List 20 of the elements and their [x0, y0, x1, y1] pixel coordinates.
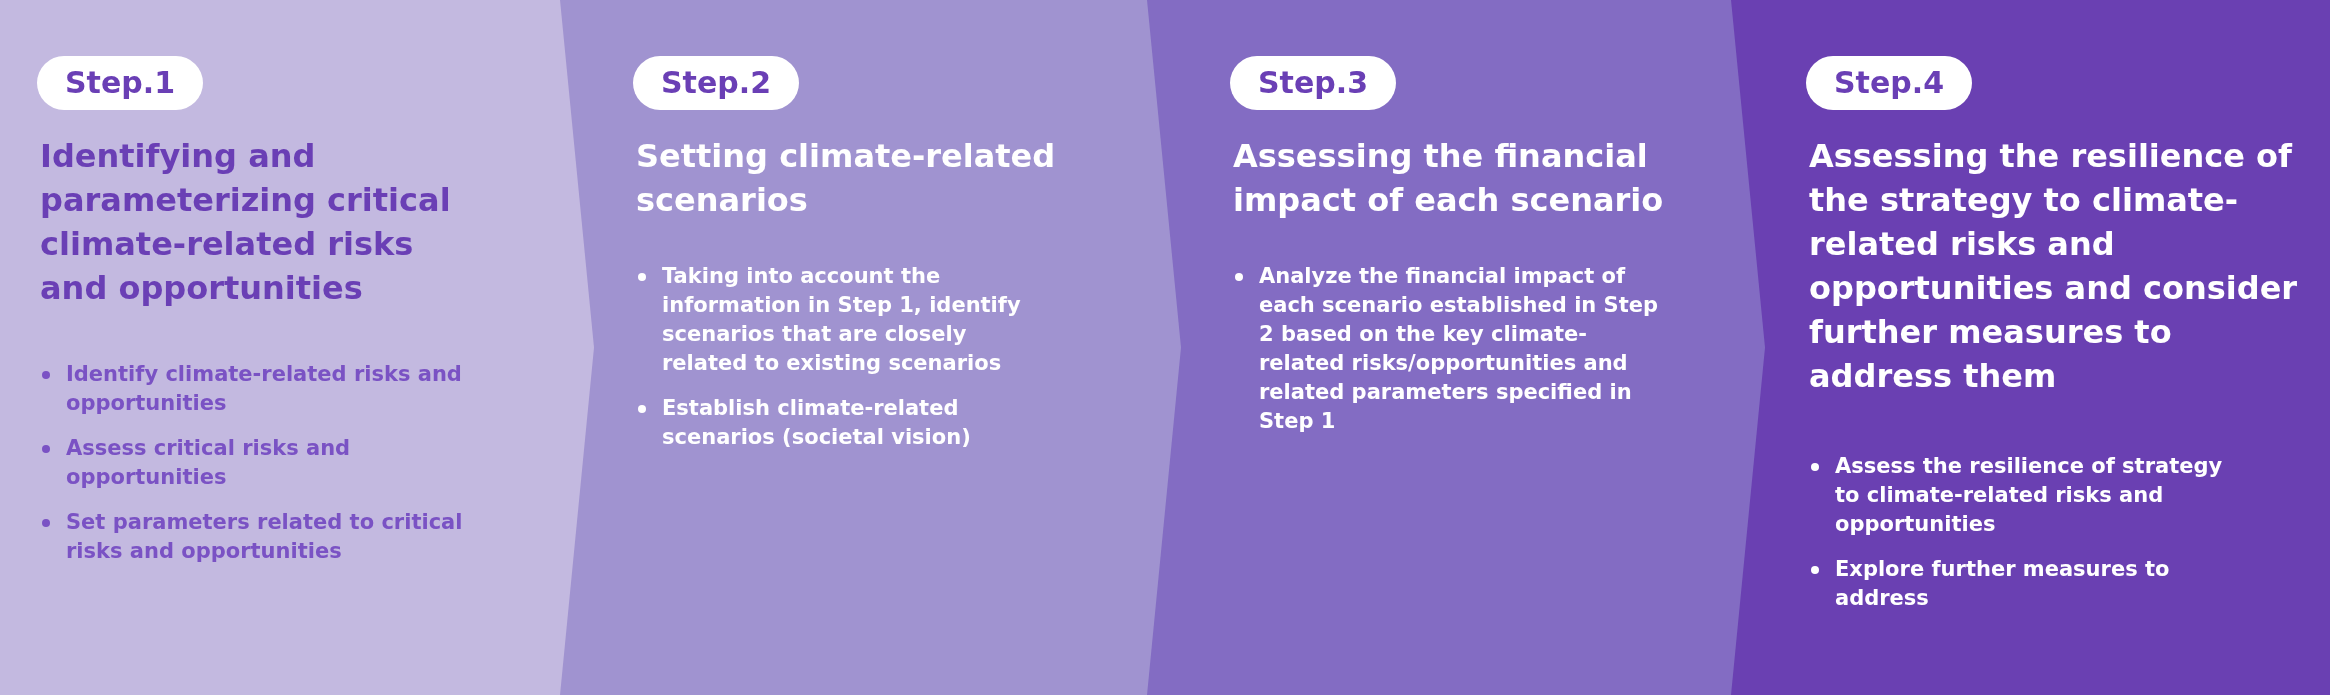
step-badge: Step.3 — [1230, 56, 1396, 110]
bullet-item: Assess the resilience of strategy to climate-related risks and opportunities — [1835, 454, 2223, 536]
bullet-item: Set parameters related to critical risks and opportunities — [66, 510, 463, 563]
step-heading: Assessing the financial impact of each scenario — [1233, 136, 1665, 221]
bullet-item: Taking into account the information in Step 1, identify scenarios that are closely related to existing scenarios — [662, 264, 1021, 375]
bullet-item: Analyze the financial impact of each scenario established in Step 2 based on the key climate-related risks/opportunities and related parameters specified in Step 1 — [1259, 264, 1659, 433]
step-heading: Identifying and parameterizing critical climate-related risks and opportunities — [40, 136, 452, 309]
chevron-panel — [1147, 0, 1765, 695]
bullet-item: Assess critical risks and opportunities — [66, 436, 351, 489]
bullet-item: Explore further measures to address — [1835, 557, 2170, 610]
bullet-item: Establish climate-related scenarios (societal vision) — [662, 396, 971, 449]
chevron-panel — [1731, 0, 2330, 695]
chevron-panel — [560, 0, 1181, 695]
step-heading: Setting climate-related scenarios — [636, 136, 1057, 221]
chevron-panel — [0, 0, 594, 695]
step-heading: Assessing the resilience of the strategy to climate-related risks and opportunities and consider further measures to address them — [1809, 136, 2299, 397]
step-badge: Step.2 — [633, 56, 799, 110]
bullet-item: Identify climate-related risks and opportunities — [66, 362, 462, 415]
step-badge: Step.4 — [1806, 56, 1972, 110]
step-badge: Step.1 — [37, 56, 203, 110]
